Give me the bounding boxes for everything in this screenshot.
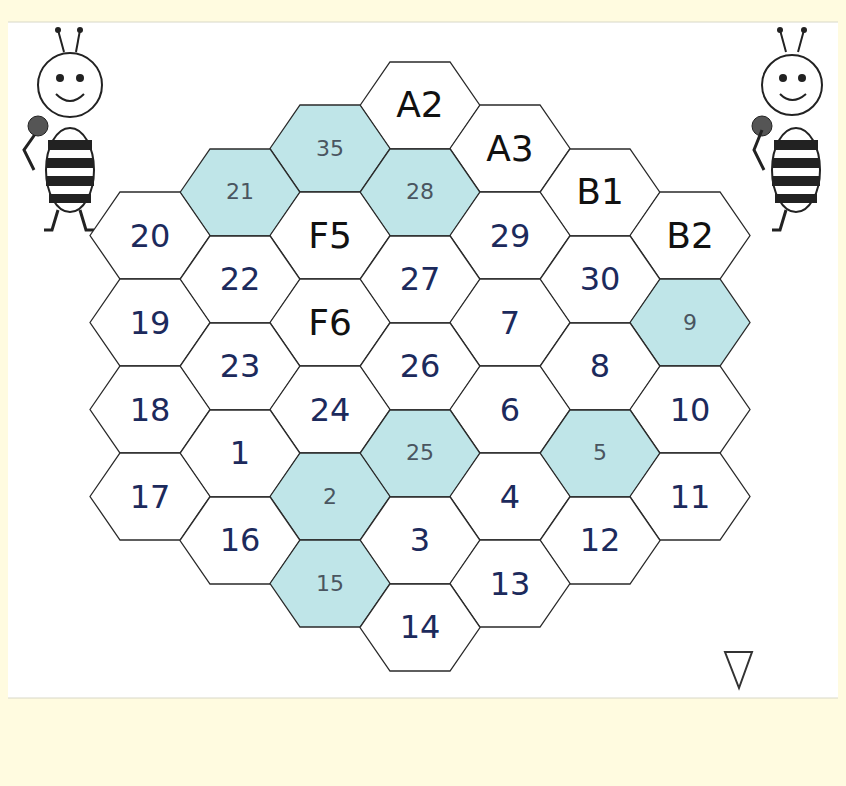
cell-number: 13 [490,568,531,600]
cell-number: 28 [406,181,434,203]
cell-number: 1 [230,437,250,469]
paper-sheet [8,22,838,698]
cell-number: 29 [490,220,531,252]
cell-number: 11 [670,481,711,513]
cell-number: 5 [593,442,607,464]
bee-illustration [24,27,102,230]
paper-edge [8,698,838,699]
cell-number: 30 [580,263,621,295]
cell-number: 6 [500,394,520,426]
cell-number: 18 [130,394,171,426]
cell-code: A3 [486,131,534,167]
cell-number: 3 [410,524,430,556]
cell-number: 7 [500,307,520,339]
cell-number: 16 [220,524,261,556]
triangle-mark [725,652,752,688]
cell-number: 14 [400,611,441,643]
cell-number: 19 [130,307,171,339]
paper-edge [8,22,838,23]
cell-number: 4 [500,481,520,513]
cell-number: 2 [323,486,337,508]
cell-number: 22 [220,263,261,295]
hex-shape [360,584,480,671]
cell-code: B1 [576,174,624,210]
cell-number: 21 [226,181,254,203]
cell-code: A2 [396,87,444,123]
cell-code: F6 [308,305,352,341]
cell-number: 25 [406,442,434,464]
cell-number: 9 [683,312,697,334]
cell-number: 27 [400,263,441,295]
cell-code: B2 [666,218,714,254]
cell-code: F5 [308,218,352,254]
cell-number: 10 [670,394,711,426]
cell-number: 8 [590,350,610,382]
cell-number: 12 [580,524,621,556]
cell-number: 24 [310,394,351,426]
cell-number: 26 [400,350,441,382]
hex-cell: 14 [360,584,480,671]
cell-number: 23 [220,350,261,382]
cell-number: 15 [316,573,344,595]
bee-illustration [752,27,822,230]
cell-number: 35 [316,138,344,160]
cell-number: 20 [130,220,171,252]
cell-number: 17 [130,481,171,513]
